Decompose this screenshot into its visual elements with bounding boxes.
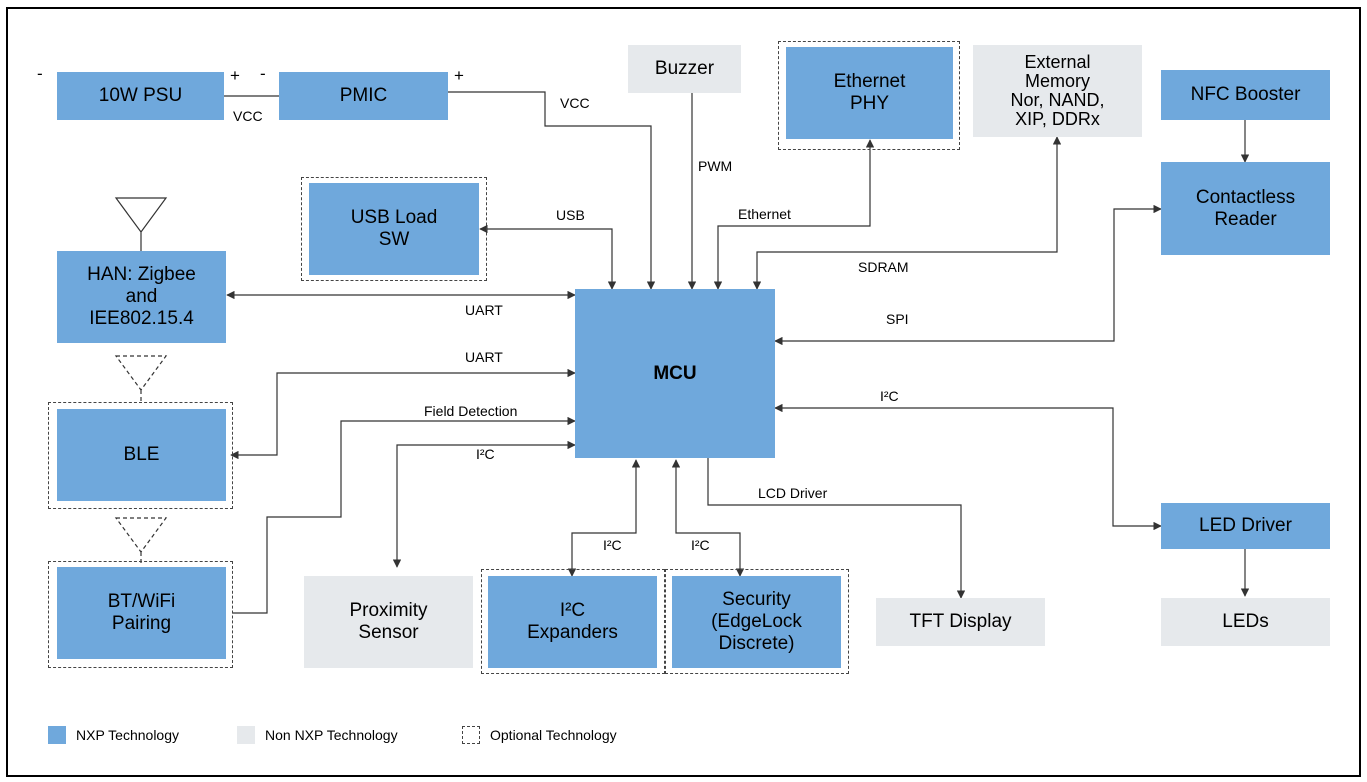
label-usb: USB xyxy=(556,207,585,223)
label-sdram: SDRAM xyxy=(858,259,909,275)
legend-swatch-optional xyxy=(462,726,480,744)
block-proximity-sensor: Proximity Sensor xyxy=(304,576,473,668)
legend-swatch-non-nxp xyxy=(237,726,255,744)
label-lcd-driver: LCD Driver xyxy=(758,485,828,501)
label-psu-minus: - xyxy=(37,64,43,83)
antenna-ble xyxy=(114,355,168,402)
block-nfc-booster: NFC Booster xyxy=(1161,70,1330,120)
block-usb-load-sw: USB Load SW xyxy=(309,183,479,275)
label-field-detection: Field Detection xyxy=(424,403,518,419)
optional-frame-ethernet-phy xyxy=(778,41,960,150)
line-i2c-security xyxy=(671,459,745,577)
block-10w-psu: 10W PSU xyxy=(57,72,224,120)
block-external-memory: External Memory Nor, NAND, XIP, DDRx xyxy=(973,45,1142,137)
antenna-bt-wifi xyxy=(114,517,168,566)
block-han-zigbee: HAN: Zigbee and IEE802.15.4 xyxy=(57,251,226,343)
antenna-han xyxy=(114,197,168,251)
legend-swatch-nxp xyxy=(48,726,66,744)
label-i2c-security: I²C xyxy=(691,537,710,553)
block-leds: LEDs xyxy=(1161,598,1330,646)
line-field-detection xyxy=(232,416,576,614)
label-spi: SPI xyxy=(886,311,909,327)
block-buzzer: Buzzer xyxy=(628,45,741,93)
optional-frame-bt-wifi xyxy=(48,561,233,668)
label-psu-plus: + xyxy=(230,66,240,85)
legend-nxp: NXP Technology xyxy=(48,726,179,744)
label-ethernet: Ethernet xyxy=(738,206,791,222)
block-ethernet-phy: Ethernet PHY xyxy=(786,47,953,139)
line-vcc-mcu xyxy=(448,91,656,290)
label-pmic-minus: - xyxy=(260,64,266,83)
optional-frame-security xyxy=(665,569,849,674)
label-i2c-expanders: I²C xyxy=(603,537,622,553)
block-ble: BLE xyxy=(57,409,226,501)
line-usb xyxy=(479,224,617,290)
block-security-edgelock: Security (EdgeLock Discrete) xyxy=(672,576,841,668)
label-pwm: PWM xyxy=(698,158,733,174)
block-i2c-expanders: I²C Expanders xyxy=(488,576,657,668)
optional-frame-ble xyxy=(48,402,233,509)
line-i2c-led xyxy=(774,403,1162,531)
legend-non-nxp: Non NXP Technology xyxy=(237,726,398,744)
label-pmic-plus: + xyxy=(454,66,464,85)
block-contactless-reader: Contactless Reader xyxy=(1161,162,1330,255)
label-uart-ble: UART xyxy=(465,349,503,365)
line-i2c-expanders xyxy=(567,459,641,577)
block-tft-display: TFT Display xyxy=(876,598,1045,646)
label-vcc-pmic: VCC xyxy=(560,95,590,111)
block-bt-wifi-pairing: BT/WiFi Pairing xyxy=(57,567,226,659)
optional-frame-i2c-expanders xyxy=(481,569,665,674)
legend-label-optional: Optional Technology xyxy=(490,727,617,743)
optional-frame-usb-load-sw xyxy=(301,177,487,281)
legend-optional: Optional Technology xyxy=(462,726,617,744)
block-led-driver: LED Driver xyxy=(1161,503,1330,549)
line-i2c-proximity xyxy=(392,440,576,568)
line-ble-uart xyxy=(230,368,576,460)
legend-label-nxp: NXP Technology xyxy=(76,727,179,743)
block-mcu: MCU xyxy=(575,289,775,458)
label-vcc-psu: VCC xyxy=(233,108,263,124)
label-i2c-proximity: I²C xyxy=(476,446,495,462)
line-spi xyxy=(774,204,1162,346)
label-uart-han: UART xyxy=(465,302,503,318)
label-i2c-led: I²C xyxy=(880,388,899,404)
frame xyxy=(6,7,1361,777)
legend-label-non-nxp: Non NXP Technology xyxy=(265,727,398,743)
block-pmic: PMIC xyxy=(279,72,448,120)
